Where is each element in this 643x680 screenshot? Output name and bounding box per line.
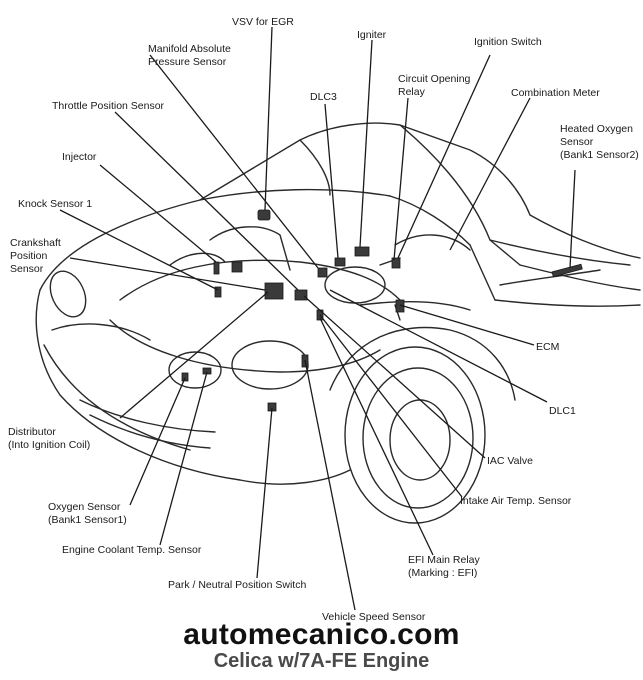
site-title: automecanico.com [183, 618, 460, 651]
label-oxygen-sensor-line2: (Bank1 Sensor1) [48, 514, 127, 526]
label-distributor-line2: (Into Ignition Coil) [8, 439, 90, 451]
label-efi-relay-line1: EFI Main Relay [408, 554, 481, 566]
label-efi-relay-line2: (Marking : EFI) [408, 567, 477, 579]
label-park-neutral: Park / Neutral Position Switch [168, 579, 306, 591]
label-heated-o2-line1: Heated Oxygen [560, 123, 633, 135]
label-heated-o2-line3: (Bank1 Sensor2) [560, 149, 639, 161]
label-knock-sensor: Knock Sensor 1 [18, 198, 92, 210]
relay-part [391, 257, 401, 269]
label-distributor-line1: Distributor [8, 426, 56, 438]
label-dlc3: DLC3 [310, 91, 337, 103]
iac-part [294, 289, 308, 301]
label-crankshaft-line3: Sensor [10, 263, 44, 275]
label-vehicle-speed: Vehicle Speed Sensor [322, 611, 426, 623]
engine-caption: Celica w/7A-FE Engine [213, 650, 430, 672]
label-intake-air-temp: Intake Air Temp. Sensor [460, 495, 572, 507]
igniter-part [354, 246, 370, 257]
label-crankshaft-line2: Position [10, 250, 48, 262]
label-combination-meter: Combination Meter [511, 87, 600, 99]
label-throttle-position: Throttle Position Sensor [52, 100, 165, 112]
distributor-part [264, 282, 284, 300]
label-injector: Injector [62, 151, 97, 163]
label-map-sensor-line2: Pressure Sensor [148, 56, 227, 68]
knock-part [214, 286, 222, 298]
label-circuit-relay-line2: Relay [398, 86, 426, 98]
label-igniter: Igniter [357, 29, 387, 41]
label-crankshaft-line1: Crankshaft [10, 237, 61, 249]
label-heated-o2-line2: Sensor [560, 136, 594, 148]
label-oxygen-sensor-line1: Oxygen Sensor [48, 501, 121, 513]
label-dlc1: DLC1 [549, 405, 576, 417]
labels: VSV for EGR Manifold Absolute Pressure S… [8, 16, 639, 623]
label-coolant-temp: Engine Coolant Temp. Sensor [62, 544, 202, 556]
label-ecm: ECM [536, 341, 559, 353]
label-iac-valve: IAC Valve [487, 455, 533, 467]
label-ignition-switch: Ignition Switch [474, 36, 542, 48]
o2-sensor-part [181, 372, 189, 382]
throttle-part [231, 261, 243, 273]
leader-lines [59, 26, 576, 611]
car-illustration [35, 122, 641, 524]
dlc3-part [334, 257, 346, 267]
heated-o2-part [551, 263, 583, 278]
injector-part [213, 261, 220, 275]
label-vsv-egr: VSV for EGR [232, 16, 294, 28]
vsv-egr-part [257, 209, 271, 221]
map-sensor-part [317, 267, 328, 278]
label-map-sensor-line1: Manifold Absolute [148, 43, 231, 55]
label-circuit-relay-line1: Circuit Opening [398, 73, 471, 85]
